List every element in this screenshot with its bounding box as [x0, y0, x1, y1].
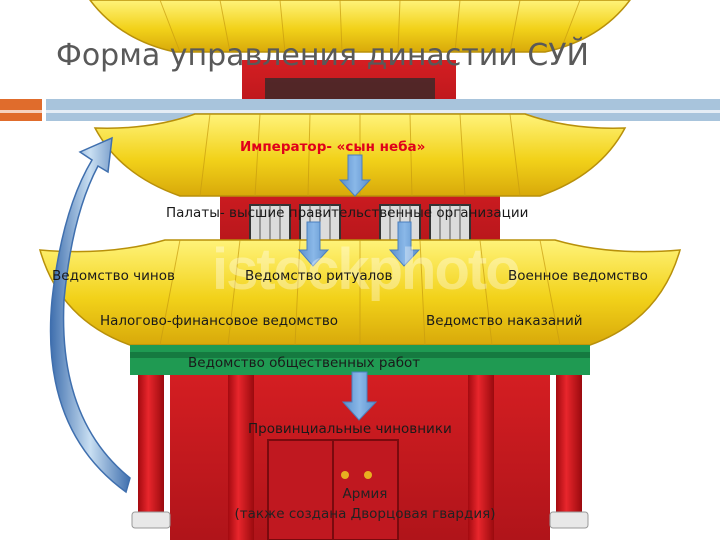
- node-provincial-officials: Провинциальные чиновники: [248, 421, 452, 437]
- green-beam: [130, 345, 590, 375]
- node-ministry-finance: Налогово-финансовое ведомство: [100, 313, 339, 329]
- node-ministry-rites: Ведомство ритуалов: [245, 268, 393, 284]
- arrow-chambers-left: [297, 221, 330, 267]
- node-chambers: Палаты- высшие правительственные организ…: [166, 205, 529, 221]
- top-roof: [89, 0, 631, 53]
- arrow-chambers-right: [388, 221, 421, 267]
- node-ministry-works: Ведомство общественных работ: [188, 355, 421, 371]
- node-ministry-punishments: Ведомство наказаний: [426, 313, 583, 329]
- node-ministry-military: Военное ведомство: [508, 268, 648, 284]
- arrow-works-down: [341, 371, 378, 421]
- feedback-curved-arrow: [49, 136, 131, 494]
- columns: [131, 375, 589, 540]
- node-palace-guard: (также создана Дворцовая гвардия): [234, 506, 496, 522]
- node-ministry-ranks: Ведомство чинов: [52, 268, 175, 284]
- slide-title: Форма управления династии СУЙ: [56, 38, 589, 73]
- node-emperor: Император- «сын неба»: [240, 139, 426, 155]
- arrow-emperor-down: [338, 154, 372, 197]
- stock-watermark: istockphoto: [212, 237, 521, 302]
- node-army: Армия: [342, 486, 388, 502]
